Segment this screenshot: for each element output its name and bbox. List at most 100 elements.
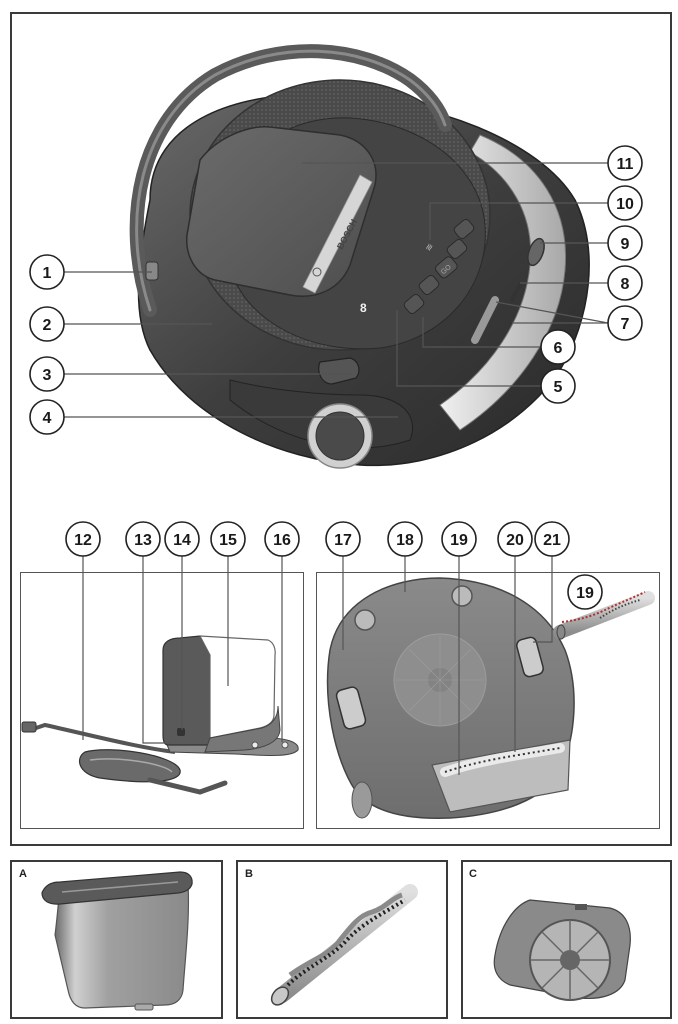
leader-5 [396,310,541,387]
brand-logo-mark [312,267,322,277]
side-vent [471,296,499,344]
side-roller [351,781,373,819]
front-button [318,357,360,385]
leader-21 [533,556,553,643]
callout-14: 14 [164,521,200,557]
fan-spokes [396,636,484,724]
accessory-filter [493,899,631,1001]
callout-9: 9 [607,225,643,261]
dock-screw-left [251,741,259,749]
svg-text:17: 17 [334,532,352,549]
svg-text:13: 13 [134,532,152,549]
inset-roll-end-cap [556,624,566,640]
svg-text:16: 16 [273,532,291,549]
svg-text:4: 4 [43,410,52,427]
svg-text:1: 1 [43,265,52,282]
docking-station-and-cable [21,635,299,795]
svg-text:14: 14 [173,532,191,549]
callout-15: 15 [210,521,246,557]
callout-4: 4 [29,399,65,435]
callout-10: 10 [607,185,643,221]
dc-connector-cable [147,777,228,795]
dock-screw-right [281,741,289,749]
leader-10 [429,202,608,240]
brush-cavity [431,739,571,813]
control-buttons: GO [403,218,475,315]
accessory-label-a: A [19,868,27,880]
inset-roll-bristles-dark [599,599,641,619]
callout-16: 16 [264,521,300,557]
handle-highlight [135,49,447,312]
filter-tab [575,904,587,910]
svg-text:2: 2 [43,317,52,334]
roll-end-cap [270,986,290,1006]
side-band [439,134,567,431]
roll-bristles [286,898,407,987]
svg-text:19: 19 [576,585,594,602]
callout-20: 20 [497,521,533,557]
accessory-label-b: B [245,868,253,880]
brush-bristles [444,747,561,773]
accessory-water-tank [41,871,193,1011]
svg-text:6: 6 [554,340,563,357]
dock-body [162,635,211,746]
underside-leader-lines [342,556,553,775]
callout-19-inset: 19 [567,574,603,610]
brand-strip [302,174,373,294]
svg-text:21: 21 [543,532,561,549]
control-button-power [453,218,475,240]
leader-7a [495,301,609,324]
svg-text:5: 5 [554,379,563,396]
callout-1: 1 [29,254,65,290]
svg-text:10: 10 [616,196,634,213]
control-button-minus [446,238,468,260]
svg-text:18: 18 [396,532,414,549]
underside-panel [316,572,660,829]
svg-text:11: 11 [617,156,634,173]
callout-12: 12 [65,521,101,557]
main-leader-lines [64,162,609,418]
tank-lid-highlight [61,881,179,893]
callout-18: 18 [387,521,423,557]
svg-text:9: 9 [621,236,630,253]
svg-text:8: 8 [621,276,630,293]
front-nozzle [315,411,365,461]
power-plug [21,721,37,733]
dock-leader-lines [82,556,283,744]
robot-vacuum-top-view: BOSCH GO 8 ≋ [129,44,590,469]
callout-6: 6 [540,329,576,365]
side-socket [527,237,545,267]
brush-roll-inset [553,591,655,640]
control-button-go [434,256,458,279]
status-display: 8 [360,301,367,315]
control-button-home [418,274,440,296]
callout-8: 8 [607,265,643,301]
side-slot [510,283,522,302]
callout-19: 19 [441,521,477,557]
power-adapter-coil [78,749,181,783]
accessory-label-c: C [469,868,477,880]
leader-13 [142,556,170,744]
callout-7: 7 [607,305,643,341]
filter-hub [560,950,580,970]
side-latch [145,261,159,281]
wifi-indicator-icon: ≋ [423,241,435,253]
callout-3: 3 [29,356,65,392]
tank-foot [134,1003,154,1011]
drive-wheel-left [335,686,367,730]
power-cable [29,722,176,754]
dock-contact [177,728,185,736]
main-callouts: 1 2 3 4 5 6 7 8 9 10 11 [29,145,643,435]
coil-highlight [89,758,173,773]
svg-text:20: 20 [506,532,524,549]
dock-front-trim [204,705,281,753]
caster-front-right [451,585,473,607]
roll-spiral [288,892,403,978]
robot-underside [326,577,655,819]
callout-21: 21 [534,521,570,557]
callout-11: 11 [607,145,643,181]
accessory-brush-roll [270,884,418,1006]
svg-text:3: 3 [43,367,52,384]
dock-callouts: 12 13 14 15 16 [65,521,300,557]
